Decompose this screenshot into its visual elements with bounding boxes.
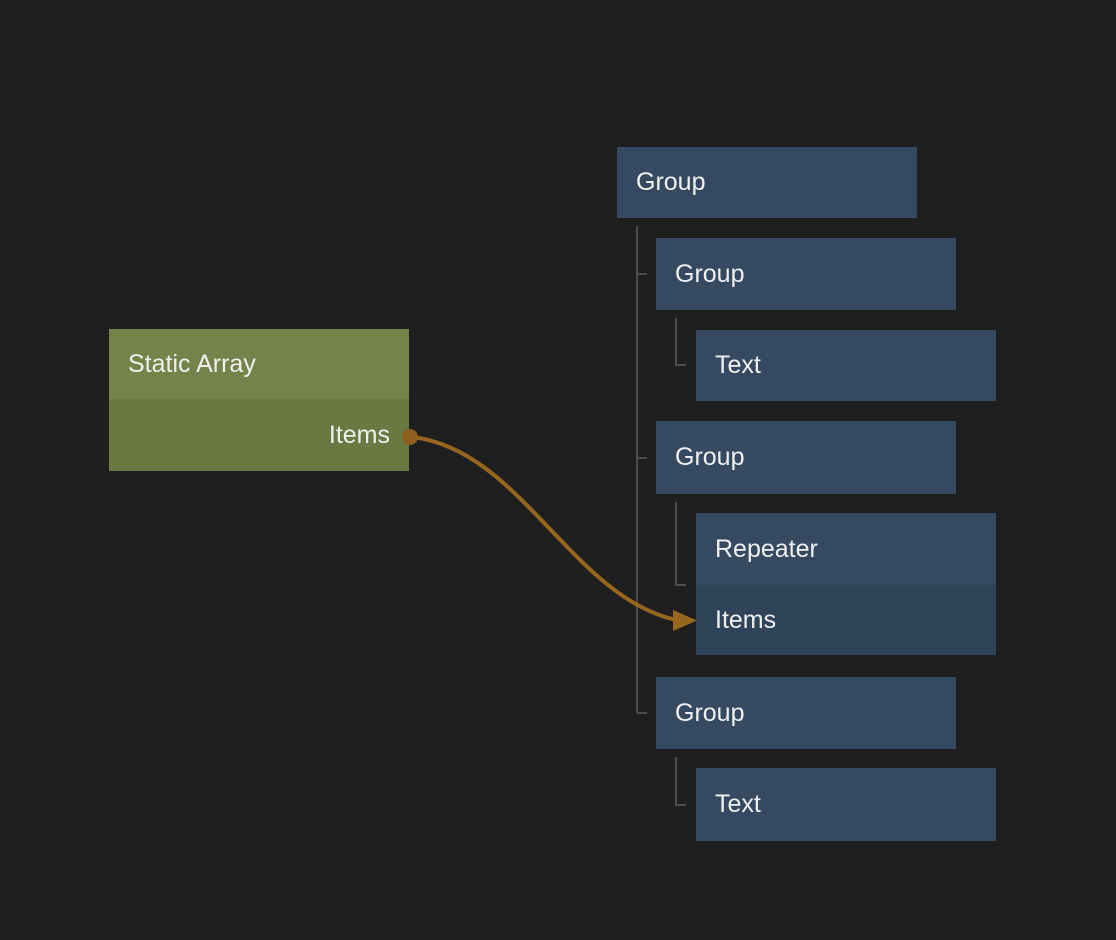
node-title: Group bbox=[636, 168, 706, 196]
node-title: Group bbox=[675, 698, 745, 727]
node-repeater[interactable]: Repeater Items bbox=[696, 513, 996, 655]
node-group-1[interactable]: Group bbox=[656, 238, 956, 310]
static-array-header[interactable]: Static Array bbox=[109, 329, 409, 399]
static-array-output-port-row[interactable]: Items bbox=[109, 399, 409, 471]
node-static-array[interactable]: Static Array Items bbox=[109, 329, 409, 471]
repeater-input-port-row[interactable]: Items bbox=[696, 585, 996, 655]
connection-wire[interactable] bbox=[410, 435, 678, 622]
node-title: Group bbox=[675, 443, 745, 471]
repeater-header[interactable]: Repeater bbox=[696, 513, 996, 585]
output-port-label: Items bbox=[328, 420, 390, 449]
repeater-title: Repeater bbox=[715, 534, 818, 563]
connection-arrowhead-icon bbox=[673, 610, 697, 631]
tree-connector-group1-text bbox=[675, 318, 686, 366]
tree-connector-group3-text bbox=[675, 757, 686, 806]
node-title: Text bbox=[715, 790, 761, 818]
tree-connector-root-children bbox=[636, 226, 647, 714]
node-text-2[interactable]: Text bbox=[696, 768, 996, 841]
tree-connector-group2-repeater bbox=[675, 502, 686, 586]
node-text-1[interactable]: Text bbox=[696, 330, 996, 401]
node-group-3[interactable]: Group bbox=[656, 677, 956, 749]
node-group-root[interactable]: Group bbox=[617, 147, 917, 218]
node-group-2[interactable]: Group bbox=[656, 421, 956, 494]
input-port-label: Items bbox=[715, 605, 777, 634]
node-title: Text bbox=[715, 351, 761, 379]
static-array-title: Static Array bbox=[128, 349, 256, 378]
node-title: Group bbox=[675, 259, 745, 288]
